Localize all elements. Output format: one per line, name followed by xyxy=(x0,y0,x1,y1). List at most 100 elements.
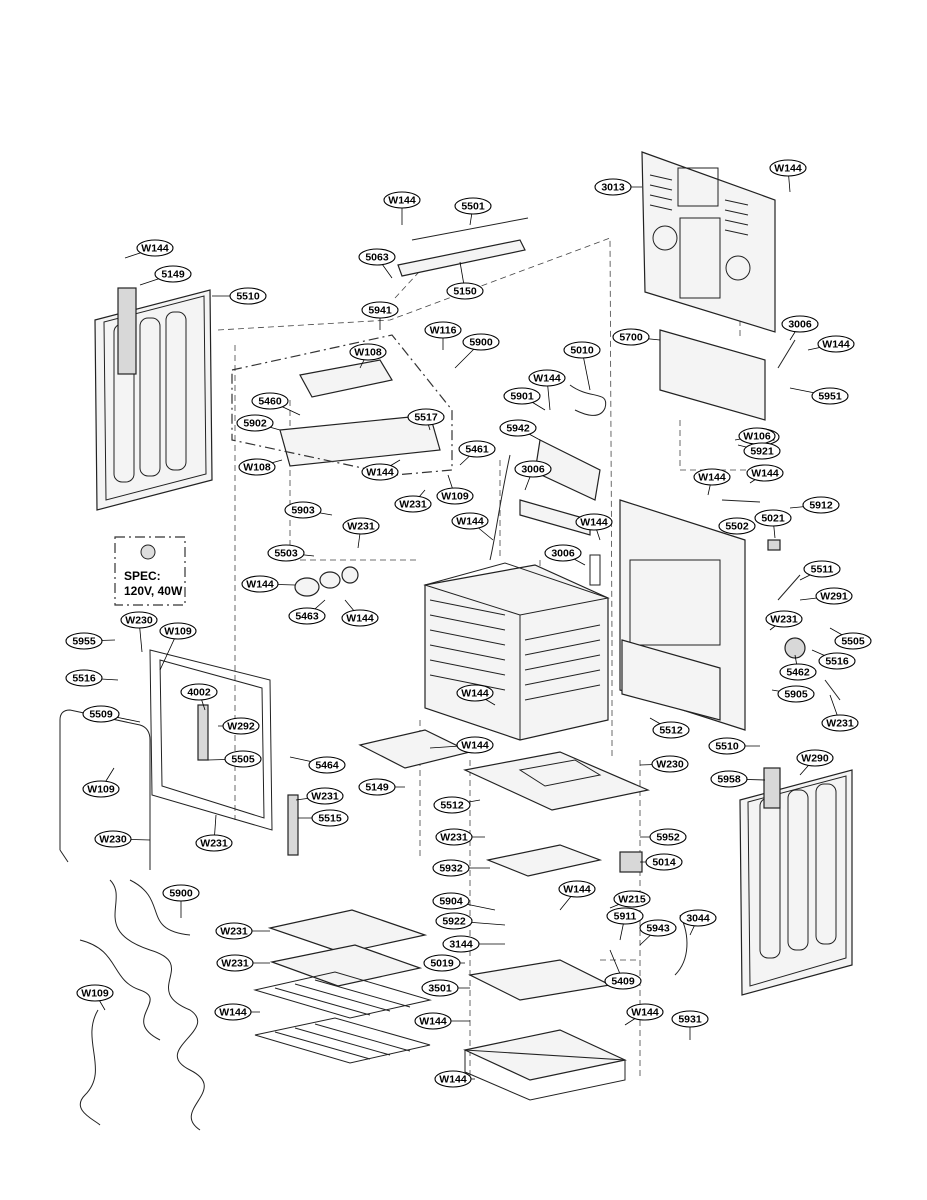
callout-w231: W231 xyxy=(765,610,803,628)
callout-label: 5512 xyxy=(659,725,683,737)
callout-5515: 5515 xyxy=(311,809,349,827)
callout-label: 5905 xyxy=(784,689,808,701)
callout-label: 3006 xyxy=(788,319,812,331)
callout-label: W109 xyxy=(81,988,109,1000)
callout-bubble xyxy=(796,749,834,767)
callout-bubble xyxy=(82,780,120,798)
callout-bubble xyxy=(604,972,642,990)
callout-5700: 5700 xyxy=(612,328,650,346)
callout-w144: W144 xyxy=(693,468,731,486)
callout-label: 3144 xyxy=(449,939,473,951)
callout-w144: W144 xyxy=(746,464,784,482)
callout-label: 5515 xyxy=(318,813,342,825)
callout-label: 5019 xyxy=(430,958,454,970)
callout-w144: W144 xyxy=(626,1003,664,1021)
callout-label: 5952 xyxy=(656,832,680,844)
callout-label: 5903 xyxy=(291,505,315,517)
callout-bubble xyxy=(458,440,496,458)
callout-5014: 5014 xyxy=(645,853,683,871)
callout-label: 5912 xyxy=(809,500,833,512)
callout-label: W144 xyxy=(631,1007,659,1019)
rear-panel-part xyxy=(641,151,776,333)
callout-5461: 5461 xyxy=(458,440,496,458)
callout-bubble xyxy=(818,652,856,670)
callout-5512: 5512 xyxy=(433,796,471,814)
callout-bubble xyxy=(421,979,459,997)
callout-w144: W144 xyxy=(383,191,421,209)
callout-bubble xyxy=(361,301,399,319)
callout-w231: W231 xyxy=(394,495,432,513)
callout-label: W231 xyxy=(440,832,468,844)
callout-bubble xyxy=(802,496,840,514)
callout-w106: W106 xyxy=(738,427,776,445)
wire-harness-2-part xyxy=(79,1009,101,1126)
callout-bubble xyxy=(433,796,471,814)
callout-5502: 5502 xyxy=(718,517,756,535)
callout-bubble xyxy=(693,468,731,486)
callout-bubble xyxy=(394,495,432,513)
callout-5019: 5019 xyxy=(423,954,461,972)
callout-5903: 5903 xyxy=(284,501,322,519)
callout-bubble xyxy=(214,1003,252,1021)
callout-label: W231 xyxy=(220,926,248,938)
callout-label: 5911 xyxy=(614,911,637,923)
callout-w231: W231 xyxy=(215,922,253,940)
callout-w144: W144 xyxy=(817,335,855,353)
callout-bubble xyxy=(803,560,841,578)
callout-w230: W230 xyxy=(120,611,158,629)
callout-bubble xyxy=(558,880,596,898)
callout-bubble xyxy=(267,544,305,562)
callout-bubble xyxy=(308,756,346,774)
rear-plate-part xyxy=(659,329,766,421)
callout-label: W230 xyxy=(656,759,684,771)
callout-bubble xyxy=(708,737,746,755)
callout-bubble xyxy=(769,159,807,177)
callout-bubble xyxy=(815,587,853,605)
callout-5501: 5501 xyxy=(454,197,492,215)
broiler-pan-part xyxy=(267,909,428,987)
callout-5931: 5931 xyxy=(671,1010,709,1028)
callout-bubble xyxy=(94,830,132,848)
vent-plate-part xyxy=(358,729,472,769)
callout-bubble xyxy=(349,343,387,361)
callout-bubble xyxy=(743,442,781,460)
callout-w109: W109 xyxy=(76,984,114,1002)
callout-label: W231 xyxy=(826,718,854,730)
callout-bubble xyxy=(503,387,541,405)
left-door-part xyxy=(94,289,213,511)
callout-w231: W231 xyxy=(435,828,473,846)
callout-bubble xyxy=(834,632,872,650)
callout-5462: 5462 xyxy=(779,663,817,681)
callout-w144: W144 xyxy=(434,1070,472,1088)
callout-label: 5901 xyxy=(510,391,534,403)
callout-bubble xyxy=(454,197,492,215)
callout-bubble xyxy=(594,178,632,196)
callout-label: W144 xyxy=(580,517,608,529)
callout-label: 5511 xyxy=(811,564,834,576)
callout-bubble xyxy=(462,333,500,351)
callout-bubble xyxy=(456,736,494,754)
callout-w109: W109 xyxy=(436,487,474,505)
callout-bubble xyxy=(215,922,253,940)
callout-label: 5932 xyxy=(439,863,463,875)
callout-label: W231 xyxy=(221,958,249,970)
callout-label: 5510 xyxy=(715,741,739,753)
callout-label: W108 xyxy=(243,462,271,474)
callout-label: W144 xyxy=(346,613,374,625)
callout-bubble xyxy=(514,460,552,478)
callout-bubble xyxy=(544,544,582,562)
callout-w144: W144 xyxy=(241,575,279,593)
callout-label: W109 xyxy=(87,784,115,796)
callout-label: W144 xyxy=(388,195,416,207)
callout-w144: W144 xyxy=(361,463,399,481)
callout-5463: 5463 xyxy=(288,607,326,625)
callout-label: W230 xyxy=(125,615,153,627)
callout-bubble xyxy=(435,828,473,846)
callout-3144: 3144 xyxy=(442,935,480,953)
callout-bubble xyxy=(154,265,192,283)
top-duct-assembly-part xyxy=(231,334,453,476)
callout-bubble xyxy=(180,683,218,701)
callout-label: 3501 xyxy=(428,983,452,995)
callout-label: 5502 xyxy=(725,521,749,533)
